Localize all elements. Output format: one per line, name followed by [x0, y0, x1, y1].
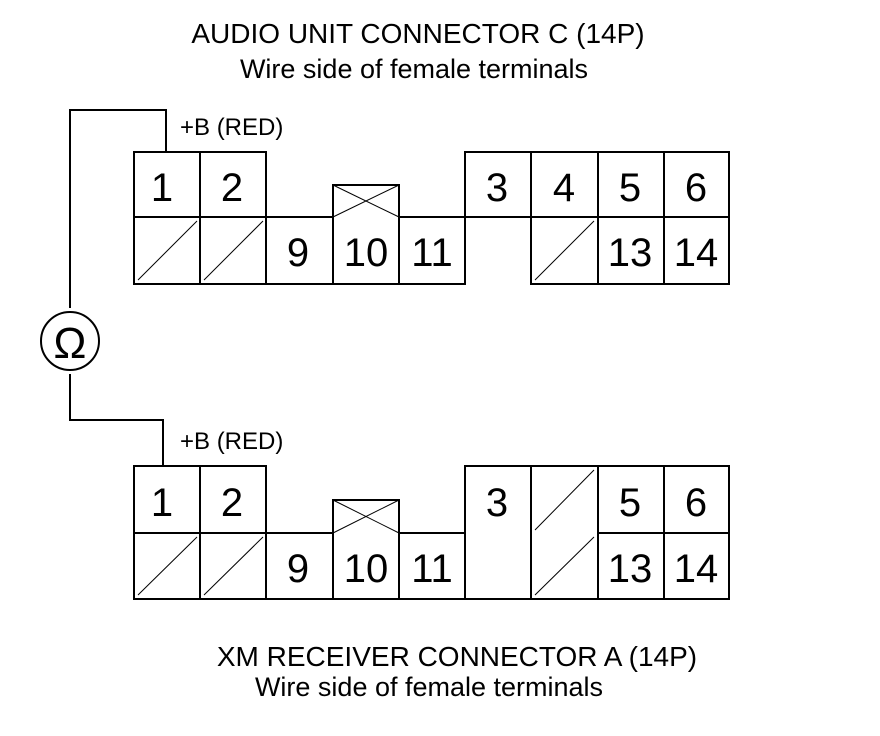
bottom-probe-label: +B (RED)	[180, 428, 283, 455]
bottom-empty-cavity-4	[534, 469, 595, 531]
top-pin-11: 11	[411, 231, 453, 275]
top-pin-10: 10	[344, 231, 389, 275]
top-connector: 1 2 3 4 5 6 9 10 11 13 14	[133, 151, 730, 285]
top-pin-3: 3	[486, 166, 508, 210]
top-empty-cavity-8	[203, 220, 264, 281]
bottom-empty-cavity-8	[203, 536, 264, 596]
bottom-pin-9: 9	[287, 547, 309, 591]
bottom-pin-14: 14	[674, 547, 719, 591]
top-pin-9: 9	[287, 231, 309, 275]
bottom-probe-wire	[69, 374, 164, 466]
top-empty-cavity-7	[137, 220, 198, 281]
bottom-empty-cavity-7	[137, 536, 198, 596]
top-blocked-cavity	[332, 184, 400, 218]
bottom-pin-3: 3	[486, 481, 508, 525]
top-connector-outline	[133, 151, 730, 285]
top-pin-2: 2	[221, 166, 243, 210]
bottom-connector: 1 2 3 5 6 9 10 11 13 14	[133, 465, 730, 600]
bottom-pin-10: 10	[344, 547, 389, 591]
top-pin-4: 4	[553, 166, 575, 210]
ohm-symbol: Ω	[54, 319, 87, 368]
bottom-empty-cavity-12	[534, 536, 595, 596]
top-probe-wire	[69, 109, 167, 308]
bottom-pin-13: 13	[608, 547, 653, 591]
bottom-pin-5: 5	[619, 481, 641, 525]
bottom-pin-6: 6	[685, 481, 707, 525]
top-pin-5: 5	[619, 166, 641, 210]
top-probe-label: +B (RED)	[180, 114, 283, 141]
bottom-pin-2: 2	[221, 481, 243, 525]
top-pin-13: 13	[608, 231, 653, 275]
top-connector-title: AUDIO UNIT CONNECTOR C (14P)	[191, 18, 644, 49]
top-connector-grid	[134, 152, 729, 284]
top-pin-14: 14	[674, 231, 719, 275]
bottom-blocked-cavity	[332, 499, 400, 534]
top-pin-6: 6	[685, 166, 707, 210]
bottom-connector-subtitle: Wire side of female terminals	[255, 672, 603, 702]
ohmmeter-icon: Ω	[40, 311, 100, 371]
bottom-connector-grid	[134, 466, 729, 599]
bottom-pin-1: 1	[151, 481, 173, 525]
top-empty-cavity-12	[534, 220, 595, 281]
bottom-pin-11: 11	[411, 547, 453, 591]
top-connector-subtitle: Wire side of female terminals	[240, 54, 588, 84]
top-pin-1: 1	[151, 166, 173, 210]
bottom-connector-title: XM RECEIVER CONNECTOR A (14P)	[217, 641, 697, 672]
